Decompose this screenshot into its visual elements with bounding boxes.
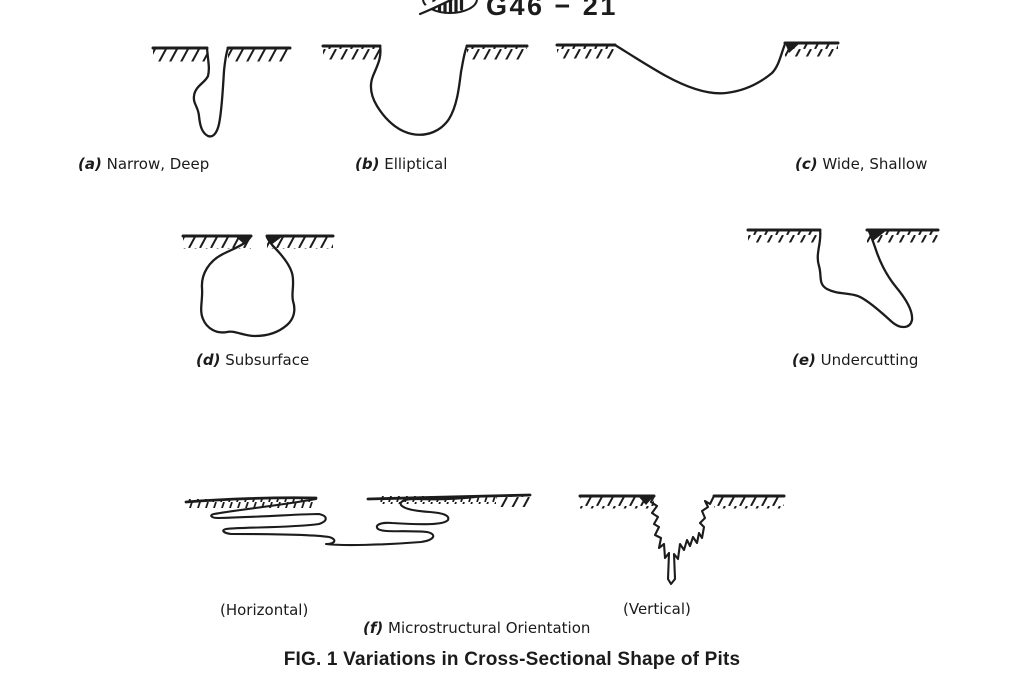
label-panel-e: (e) Undercutting	[792, 351, 918, 369]
panel-a-name: Narrow, Deep	[106, 155, 210, 173]
astm-logo-icon	[418, 0, 478, 16]
pit-d-subsurface-drawing	[181, 234, 335, 338]
panel-d-id: (d)	[196, 351, 221, 369]
label-panel-b: (b) Elliptical	[355, 155, 447, 173]
panel-f-name: Microstructural Orientation	[388, 619, 591, 637]
pit-b-elliptical-drawing	[321, 44, 529, 136]
pit-outline	[369, 44, 469, 136]
panel-b-name: Elliptical	[384, 155, 448, 173]
pit-outline	[816, 228, 914, 329]
panel-c-name: Wide, Shallow	[822, 155, 928, 173]
label-panel-c: (c) Wide, Shallow	[795, 155, 927, 173]
panel-c-id: (c)	[795, 155, 818, 173]
pit-outline	[210, 495, 478, 547]
panel-e-id: (e)	[792, 351, 816, 369]
surface-hatching	[151, 46, 292, 62]
pit-outline	[613, 42, 787, 95]
pit-outline	[649, 494, 716, 586]
panel-b-id: (b)	[355, 155, 380, 173]
surface-hatching	[555, 41, 840, 59]
surface-hatching	[321, 44, 529, 60]
label-panel-a: (a) Narrow, Deep	[78, 155, 209, 173]
surface-hatching	[746, 228, 940, 243]
pit-f-horizontal-drawing	[184, 493, 532, 547]
pit-c-wide-shallow-drawing	[555, 41, 840, 95]
panel-f-id: (f)	[363, 619, 384, 637]
swoosh-line	[418, 0, 454, 16]
label-panel-f: (f) Microstructural Orientation	[363, 619, 590, 637]
panel-e-name: Undercutting	[820, 351, 919, 369]
surface-hatching	[181, 234, 335, 249]
surface-wedge	[785, 43, 800, 53]
panel-d-name: Subsurface	[225, 351, 310, 369]
panel-a-id: (a)	[78, 155, 102, 173]
label-horizontal: (Horizontal)	[220, 601, 309, 619]
swoosh-gap	[418, 0, 452, 14]
label-panel-d: (d) Subsurface	[196, 351, 309, 369]
pit-a-narrow-deep-drawing	[151, 46, 292, 138]
globe-outline	[422, 0, 478, 14]
standard-designation: G46 − 21	[486, 0, 618, 21]
surface-hatching	[578, 494, 786, 509]
surface-wedge	[235, 236, 251, 245]
label-vertical: (Vertical)	[623, 600, 691, 618]
surface-hatching	[184, 493, 532, 508]
pit-f-vertical-drawing	[578, 494, 786, 586]
surface-wedge	[638, 496, 654, 505]
pit-outline	[192, 46, 230, 138]
pit-outline	[200, 234, 296, 338]
figure-caption: FIG. 1 Variations in Cross-Sectional Sha…	[283, 649, 741, 670]
pit-e-undercutting-drawing	[746, 228, 940, 329]
